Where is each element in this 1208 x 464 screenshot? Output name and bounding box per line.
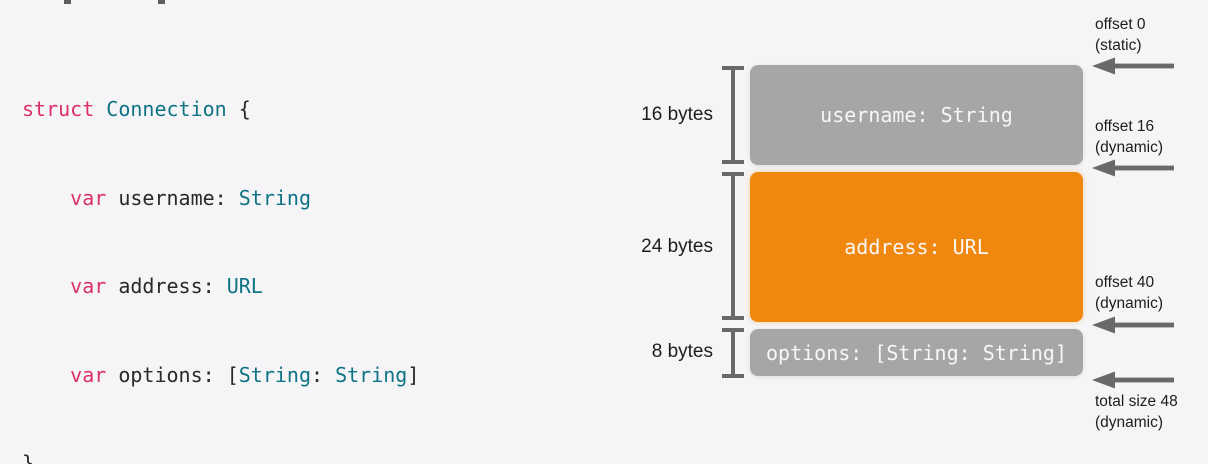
code-line: var options: [String: String] bbox=[22, 361, 419, 391]
code-token: address: bbox=[106, 274, 227, 298]
cropped-code-remnant bbox=[158, 0, 165, 4]
offset-annotation-line: (dynamic) bbox=[1095, 294, 1164, 312]
offset-annotation-line: offset 16 bbox=[1095, 118, 1155, 135]
code-token: username: bbox=[106, 185, 239, 210]
offset-annotation-line: (static) bbox=[1095, 36, 1142, 54]
code-token: struct bbox=[22, 97, 95, 121]
offset-annotation-line: (dynamic) bbox=[1095, 138, 1164, 156]
code-token: var bbox=[70, 185, 107, 210]
code-token: var bbox=[70, 274, 107, 298]
code-line: struct Connection { bbox=[22, 95, 419, 125]
size-bracket bbox=[722, 66, 744, 164]
memory-block-label: username: String bbox=[820, 103, 1013, 127]
code-line: } bbox=[22, 449, 419, 464]
code-token: : bbox=[311, 362, 336, 387]
code-token: String bbox=[335, 362, 408, 387]
offset-annotation-16: offset 16 (dynamic) bbox=[1095, 117, 1207, 158]
offset-annotation-line: (dynamic) bbox=[1095, 413, 1164, 431]
code-token: { bbox=[226, 97, 251, 121]
memory-block-options: options: [String: String] bbox=[750, 329, 1083, 376]
bracket-stem bbox=[731, 70, 735, 160]
code-token: } bbox=[22, 451, 35, 464]
memory-block-address: address: URL bbox=[750, 172, 1083, 322]
size-bracket bbox=[722, 172, 744, 320]
code-line: var address: URL bbox=[22, 272, 419, 302]
size-bracket bbox=[722, 328, 744, 378]
cropped-code-remnant bbox=[64, 0, 71, 4]
offset-annotation-total: total size 48 (dynamic) bbox=[1095, 392, 1207, 433]
code-token: String bbox=[238, 185, 311, 210]
memory-block-label: address: URL bbox=[844, 235, 989, 259]
code-token: String bbox=[238, 362, 311, 387]
code-token bbox=[22, 186, 70, 210]
offset-annotation-line: total size 48 bbox=[1095, 393, 1178, 410]
left-arrow-icon bbox=[1092, 316, 1174, 334]
offset-annotation-line: offset 40 bbox=[1095, 274, 1155, 291]
left-arrow-icon bbox=[1092, 159, 1174, 177]
offset-annotation-0: offset 0 (static) bbox=[1095, 15, 1207, 56]
memory-block-username: username: String bbox=[750, 65, 1083, 165]
bracket-stem bbox=[731, 176, 735, 316]
code-token: Connection bbox=[106, 97, 227, 121]
size-label-8-bytes: 8 bytes bbox=[651, 341, 713, 362]
size-label-24-bytes: 24 bytes bbox=[641, 236, 713, 257]
code-token bbox=[22, 363, 70, 387]
code-line: var username: String bbox=[22, 184, 419, 214]
left-arrow-icon bbox=[1092, 57, 1174, 75]
code-token: var bbox=[70, 362, 107, 387]
code-token: ] bbox=[407, 362, 420, 387]
memory-block-label: options: [String: String] bbox=[765, 340, 1068, 365]
code-token: options: [ bbox=[106, 362, 239, 387]
size-label-16-bytes: 16 bytes bbox=[641, 104, 713, 125]
bracket-stem bbox=[731, 332, 735, 374]
offset-annotation-line: offset 0 bbox=[1095, 16, 1146, 33]
code-block: struct Connection { var username: String… bbox=[22, 36, 419, 464]
code-token: URL bbox=[226, 274, 263, 298]
left-arrow-icon bbox=[1092, 371, 1174, 389]
offset-annotation-40: offset 40 (dynamic) bbox=[1095, 273, 1207, 314]
code-token bbox=[94, 97, 106, 121]
code-token bbox=[22, 274, 70, 298]
